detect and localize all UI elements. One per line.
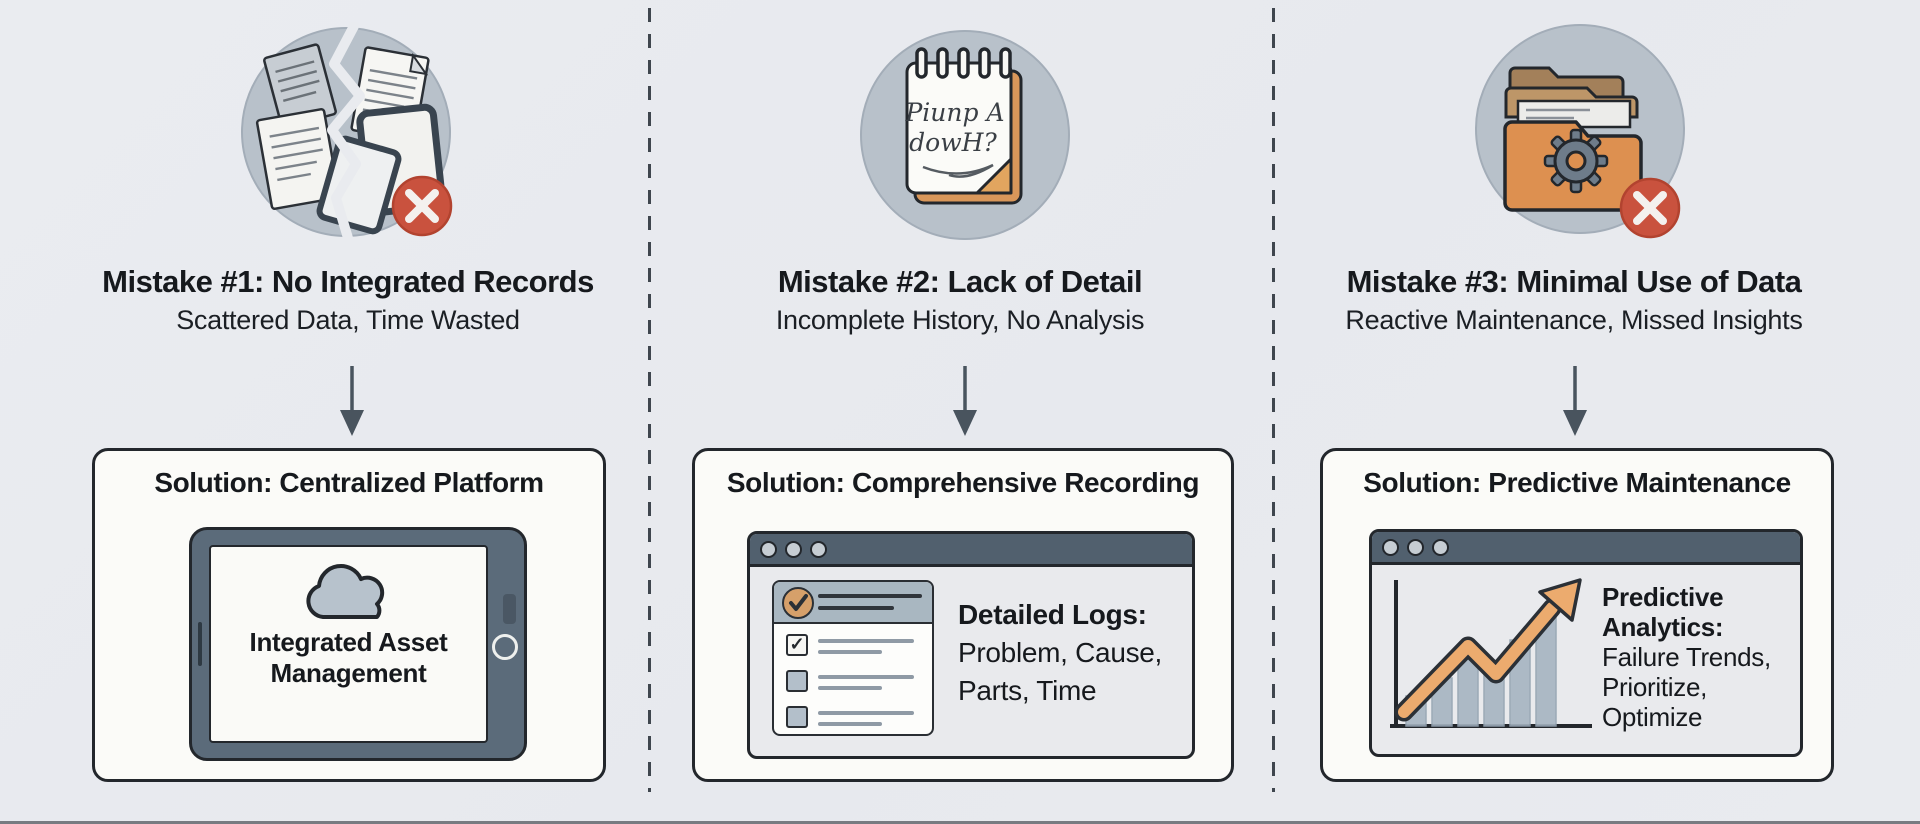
solution-box-2: Solution: Comprehensive Recording ✓ — [692, 448, 1234, 782]
tablet-illustration: Integrated Asset Management — [189, 527, 527, 761]
tablet-speaker — [198, 622, 202, 666]
predictive-analytics-text: Predictive Analytics: Failure Trends, Pr… — [1602, 582, 1771, 732]
checklist-card-header — [774, 582, 932, 624]
analytics-line2: Prioritize, — [1602, 672, 1708, 702]
analytics-line3: Optimize — [1602, 702, 1703, 732]
folders-gear-icon — [1475, 24, 1685, 239]
analytics-line1: Failure Trends, — [1602, 642, 1771, 672]
column-3-header: Mistake #3: Minimal Use of Data Reactive… — [1264, 262, 1884, 338]
solution-2-title: Solution: Comprehensive Recording — [726, 467, 1200, 498]
error-x-icon — [391, 175, 453, 237]
crack-shape — [327, 22, 365, 242]
note-text-line2: dowH? — [909, 128, 997, 157]
column-1-header: Mistake #1: No Integrated Records Scatte… — [38, 262, 658, 338]
window-control-dot — [810, 540, 827, 558]
tablet-side-button — [503, 593, 516, 624]
column-divider-1 — [648, 8, 651, 792]
note-text-line1: Piunp A — [904, 98, 1004, 127]
growth-arrow-icon — [1394, 578, 1582, 722]
torn-documents-icon — [241, 22, 453, 242]
solution-box-1: Solution: Centralized Platform Integrate… — [92, 448, 606, 782]
analytics-heading-line1: Predictive — [1602, 582, 1724, 612]
mistake-3-title: Mistake #3: Minimal Use of Data — [1346, 264, 1802, 299]
down-arrow-icon — [953, 366, 977, 436]
log-line1: Problem, Cause, — [958, 637, 1163, 668]
mistake-1-subtitle: Scattered Data, Time Wasted — [176, 305, 520, 335]
window-titlebar — [1372, 532, 1800, 565]
log-line2: Parts, Time — [958, 675, 1097, 706]
column-2-header: Mistake #2: Lack of Detail Incomplete Hi… — [650, 262, 1270, 338]
error-x-icon — [1619, 177, 1681, 239]
empty-checkbox-icon — [786, 670, 808, 692]
mistake-2-title: Mistake #2: Lack of Detail — [777, 264, 1143, 299]
solution-1-title: Solution: Centralized Platform — [154, 467, 544, 498]
empty-checkbox-icon — [786, 706, 808, 728]
bottom-border-line — [0, 821, 1920, 824]
solution-3-title: Solution: Predictive Maintenance — [1363, 467, 1791, 498]
window-control-dot — [1382, 538, 1399, 556]
checked-checkbox-icon: ✓ — [786, 634, 808, 656]
log-heading: Detailed Logs: — [958, 599, 1147, 630]
window-control-dot — [785, 540, 802, 558]
browser-window: Predictive Analytics: Failure Trends, Pr… — [1369, 529, 1803, 757]
checklist-card: ✓ — [772, 580, 934, 736]
handwritten-notepad-icon: Piunp A dowH? — [860, 30, 1070, 240]
down-arrow-icon — [1563, 366, 1587, 436]
analytics-heading-line2: Analytics: — [1602, 612, 1724, 642]
window-control-dot — [1407, 538, 1424, 556]
tablet-home-button — [492, 634, 518, 660]
trend-chart-illustration — [1390, 578, 1592, 728]
cloud-icon — [305, 564, 384, 619]
browser-window: ✓ Detailed Logs: Problem, Cause, Parts, … — [747, 531, 1195, 759]
mistake-1-title: Mistake #1: No Integrated Records — [102, 264, 594, 299]
window-control-dot — [1432, 538, 1449, 556]
window-control-dot — [760, 540, 777, 558]
column-divider-2 — [1272, 8, 1275, 792]
window-titlebar — [750, 534, 1192, 567]
tablet-label-line2: Management — [270, 658, 427, 688]
mistake-2-subtitle: Incomplete History, No Analysis — [775, 305, 1145, 335]
detailed-logs-text: Detailed Logs: Problem, Cause, Parts, Ti… — [958, 596, 1162, 710]
scribble-line — [922, 163, 994, 178]
check-circle-icon — [782, 587, 814, 619]
gear-icon — [1543, 128, 1609, 194]
tablet-label-line1: Integrated Asset — [249, 627, 448, 657]
down-arrow-icon — [340, 366, 364, 436]
spiral-binding — [915, 47, 1012, 79]
solution-box-3: Solution: Predictive Maintenance — [1320, 448, 1834, 782]
mistake-3-subtitle: Reactive Maintenance, Missed Insights — [1345, 305, 1803, 335]
tablet-screen: Integrated Asset Management — [209, 545, 488, 743]
